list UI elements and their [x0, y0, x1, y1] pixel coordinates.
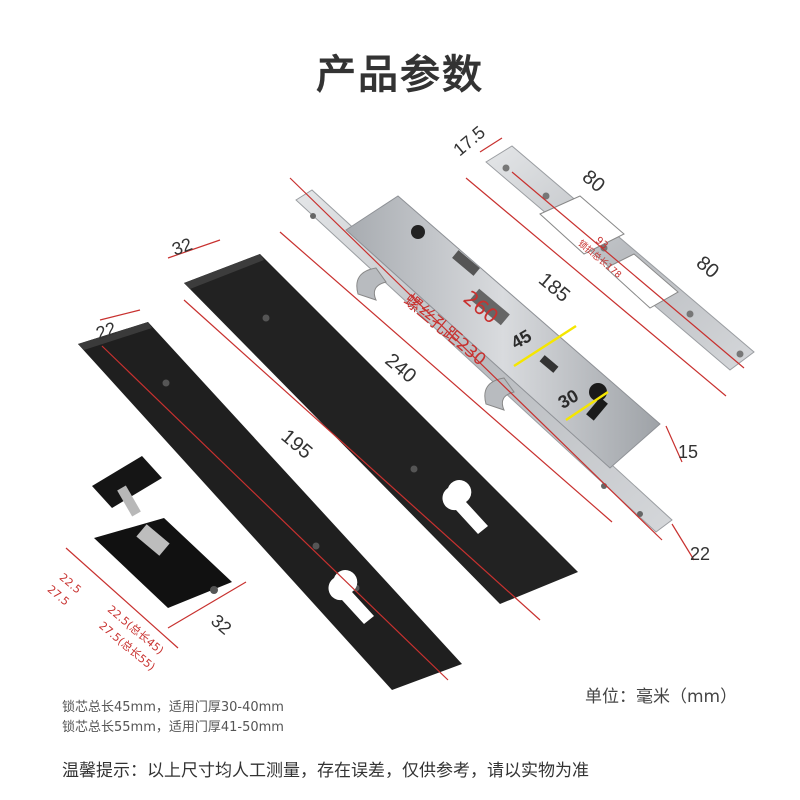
- cylinder-note-55: 锁芯总长55mm，适用门厚41-50mm: [62, 720, 284, 735]
- measurement-warning: 温馨提示：以上尺寸均人工测量，存在误差，仅供参考，请以实物为准: [62, 761, 589, 781]
- strike-plate: [485, 145, 755, 371]
- dimension-lines: [65, 137, 745, 681]
- short-escutcheon-plate: [78, 322, 462, 690]
- dim-short-plate-length: 195: [277, 425, 317, 463]
- dim-faceplate-top-offset: 17.5: [449, 122, 489, 160]
- dim-faceplate-thickness: 15: [678, 442, 698, 462]
- dim-strike-lower: 80: [692, 252, 723, 283]
- dim-case-length: 185: [534, 269, 574, 307]
- lock-cylinder: [92, 456, 232, 608]
- dim-faceplate-width: 22: [690, 544, 710, 564]
- cylinder-note-45: 锁芯总长45mm，适用门厚30-40mm: [62, 700, 284, 715]
- page-title: 产品参数: [316, 52, 484, 98]
- long-escutcheon-plate: [184, 254, 578, 624]
- dim-cylinder-width: 32: [207, 610, 235, 638]
- unit-label: 单位：毫米（mm）: [585, 687, 738, 707]
- highlight-lines: [513, 324, 609, 422]
- dim-strike-upper: 80: [578, 166, 609, 197]
